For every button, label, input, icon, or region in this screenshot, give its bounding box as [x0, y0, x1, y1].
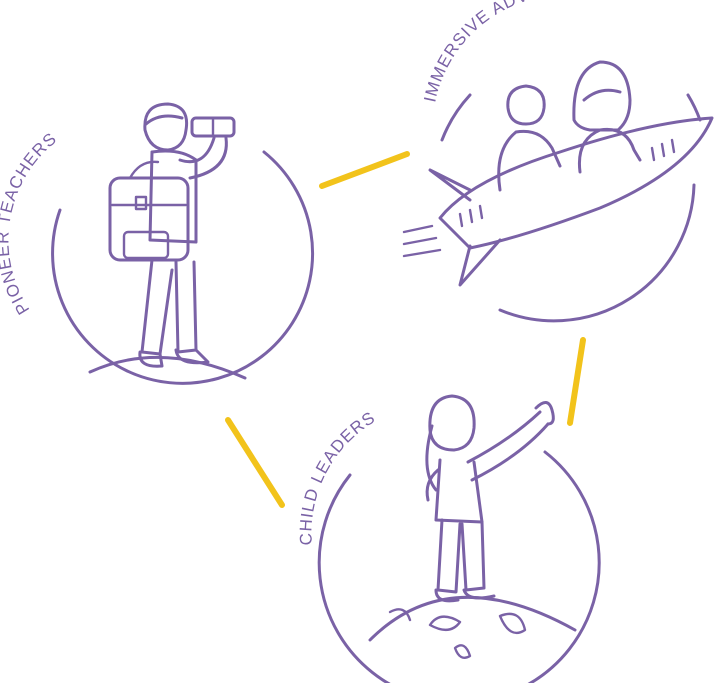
child-on-globe-icon	[370, 396, 575, 658]
node-immersive-adventure: IMMERSIVE ADVENTURE	[404, 0, 712, 321]
node-label: CHILD LEADERS	[296, 408, 379, 546]
children-on-rocket-icon	[404, 62, 712, 285]
node-pioneer-teachers: PIONEER TEACHERS	[0, 104, 313, 383]
connector-pioneer-child	[228, 420, 282, 505]
node-circle-arc	[442, 95, 470, 140]
node-child-leaders: CHILD LEADERS	[296, 396, 599, 683]
node-circle	[53, 152, 313, 383]
node-circle	[319, 452, 599, 683]
connector-pioneer-adventure	[322, 154, 407, 186]
connector-adventure-child	[570, 340, 583, 423]
explorer-with-binoculars-icon	[90, 104, 245, 378]
node-label: PIONEER TEACHERS	[0, 129, 60, 318]
node-circle	[500, 185, 694, 321]
connectors	[228, 154, 583, 505]
